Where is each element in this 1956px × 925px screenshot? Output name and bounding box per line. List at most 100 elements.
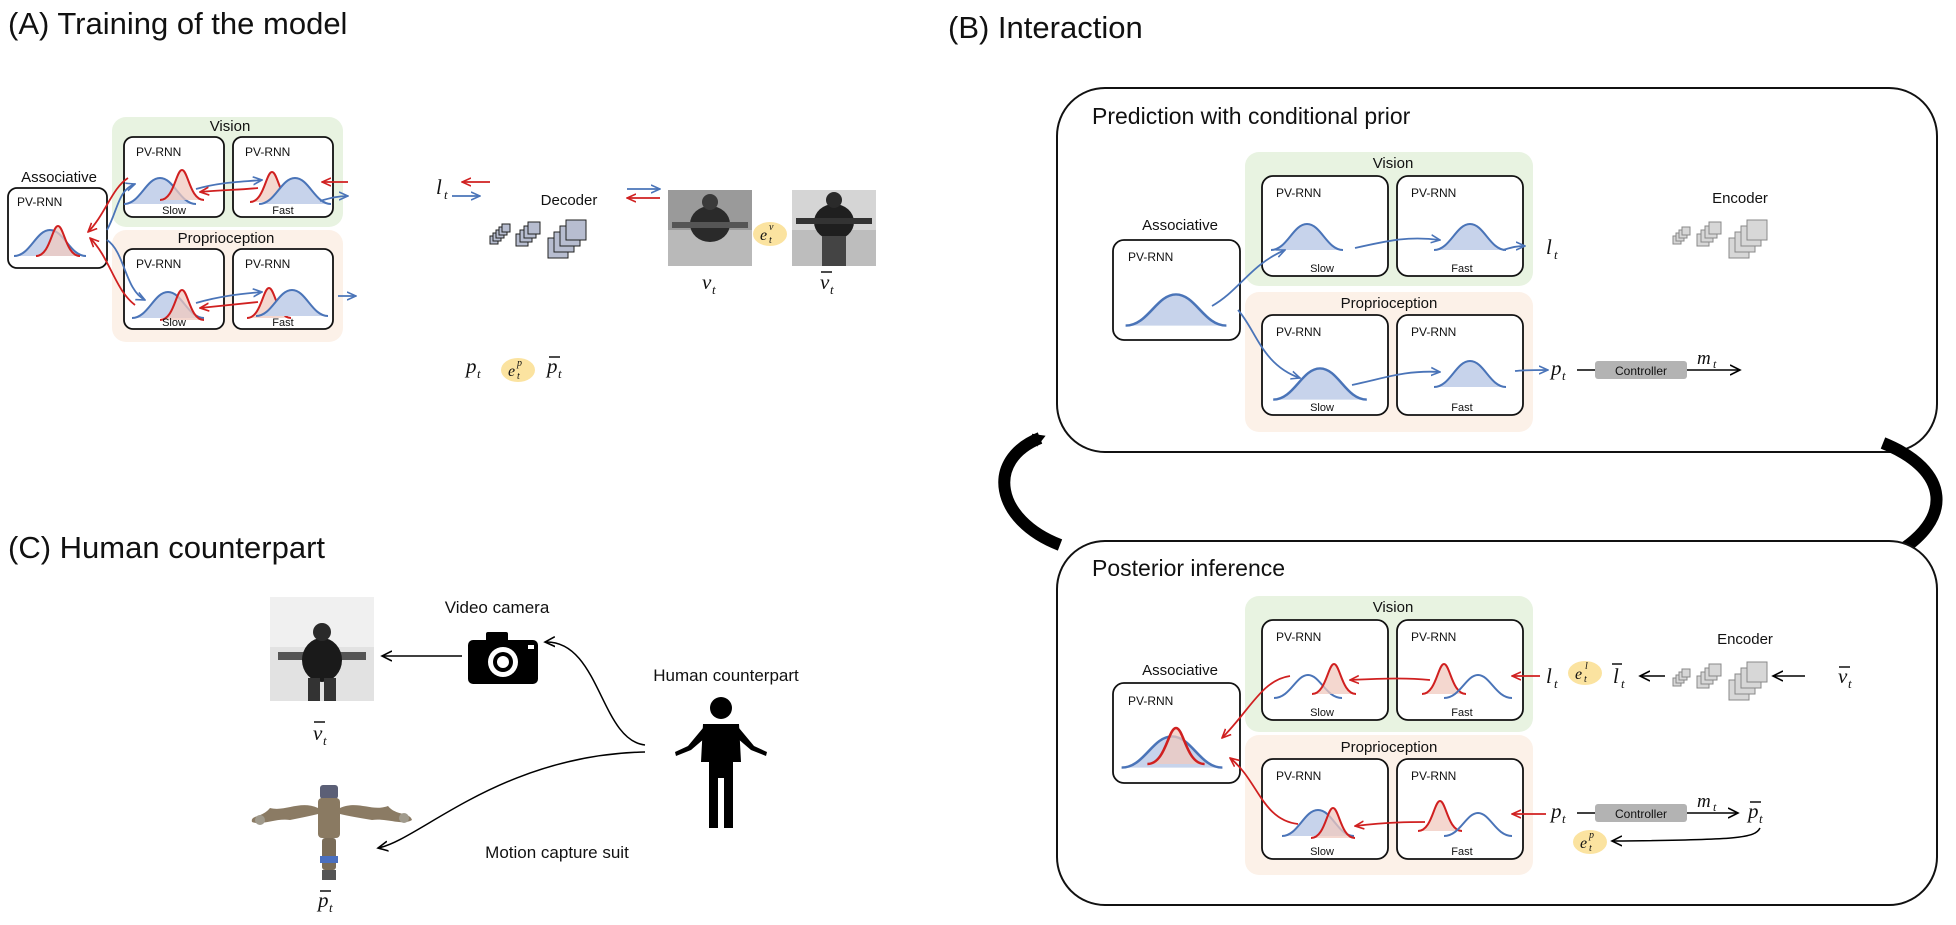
slow-label: Slow xyxy=(162,317,186,329)
svg-text:t: t xyxy=(1589,843,1592,854)
pvrnn-label: PV-RNN xyxy=(1276,186,1321,200)
pvrnn-label: PV-RNN xyxy=(1411,325,1456,339)
svg-text:e: e xyxy=(508,363,515,380)
arrow xyxy=(1514,370,1548,371)
arrow xyxy=(195,292,262,304)
arrow xyxy=(1502,246,1525,251)
svg-text:e: e xyxy=(1575,666,1582,683)
svg-text:t: t xyxy=(329,900,333,915)
symbol-p-t: p t xyxy=(464,354,481,381)
arrow xyxy=(1237,309,1300,378)
arrow xyxy=(200,301,259,308)
post-error-badge-e-l: e l t xyxy=(1568,661,1602,685)
svg-text:t: t xyxy=(1621,676,1625,691)
motion-capture-label: Motion capture suit xyxy=(485,843,629,862)
arrow xyxy=(106,184,135,231)
proprioception-label: Proprioception xyxy=(1341,295,1438,312)
image-v-bar-t xyxy=(792,190,876,266)
svg-text:t: t xyxy=(558,366,562,381)
svg-text:t: t xyxy=(1562,811,1566,826)
post-vision-fast xyxy=(1396,619,1524,721)
arrow xyxy=(106,239,145,300)
svg-text:t: t xyxy=(769,235,772,246)
pred-vision-fast xyxy=(1396,175,1524,277)
arrow xyxy=(1612,827,1761,841)
vision-label: Vision xyxy=(210,118,251,135)
pvrnn-label: PV-RNN xyxy=(136,145,181,159)
svg-text:t: t xyxy=(1848,676,1852,691)
error-badge-e-v: e v t xyxy=(753,222,787,246)
pred-associative-box xyxy=(1112,239,1241,341)
svg-text:t: t xyxy=(1713,357,1717,371)
svg-text:p: p xyxy=(545,354,558,378)
svg-text:e: e xyxy=(760,227,767,244)
associative-label: Associative xyxy=(1142,662,1218,679)
vision-label: Vision xyxy=(1373,155,1414,172)
fast-label: Fast xyxy=(272,205,293,217)
symbol-v-bar-t: v t xyxy=(820,270,834,297)
svg-text:l: l xyxy=(1585,661,1588,672)
svg-text:t: t xyxy=(1554,676,1558,691)
post-proprio-fast xyxy=(1396,758,1524,860)
arrow xyxy=(1355,822,1426,826)
panel-a: (A) Training of the model Vision Proprio… xyxy=(7,6,876,382)
svg-text:l: l xyxy=(1613,664,1619,688)
arrow xyxy=(1211,250,1285,307)
post-error-badge-e-p: e p t xyxy=(1573,830,1607,854)
panel-c: (C) Human counterpart v t Video camera H… xyxy=(8,530,799,915)
encoder-label: Encoder xyxy=(1717,631,1773,648)
svg-text:t: t xyxy=(323,733,327,748)
fast-label: Fast xyxy=(1451,707,1472,719)
pvrnn-label: PV-RNN xyxy=(245,257,290,271)
svg-text:t: t xyxy=(830,282,834,297)
panel-b-title: (B) Interaction xyxy=(948,10,1143,45)
associative-label: Associative xyxy=(1142,217,1218,234)
arrow xyxy=(90,238,136,306)
associative-label: Associative xyxy=(21,169,97,186)
arrow xyxy=(200,188,259,192)
svg-text:p: p xyxy=(1549,356,1562,380)
arrow xyxy=(378,751,646,848)
svg-text:t: t xyxy=(477,366,481,381)
controller-label: Controller xyxy=(1615,364,1667,378)
slow-label: Slow xyxy=(1310,707,1334,719)
pvrnn-label: PV-RNN xyxy=(1276,630,1321,644)
post-symbol-l-t: l t xyxy=(1546,664,1558,691)
person-icon xyxy=(675,697,767,828)
vision-label: Vision xyxy=(1373,599,1414,616)
arrow xyxy=(1354,238,1440,249)
pred-controller xyxy=(1595,361,1687,379)
arrow xyxy=(545,642,646,746)
pvrnn-label: PV-RNN xyxy=(1128,694,1173,708)
svg-text:l: l xyxy=(1546,664,1552,688)
panel-b: (B) Interaction Prediction with conditio… xyxy=(948,10,1943,906)
error-badge-e-p: e p t xyxy=(501,358,535,382)
associative-pvrnn-label: PV-RNN xyxy=(17,195,62,209)
svg-text:t: t xyxy=(1562,368,1566,383)
svg-text:p: p xyxy=(1746,799,1759,823)
pvrnn-label: PV-RNN xyxy=(1411,186,1456,200)
pvrnn-label: PV-RNN xyxy=(1411,630,1456,644)
svg-text:p: p xyxy=(316,888,329,912)
post-vision-slow xyxy=(1261,619,1389,721)
symbol-v-bar-t: v t xyxy=(313,721,327,748)
arrow xyxy=(1230,758,1299,825)
symbol-v-t: v t xyxy=(702,270,716,297)
pvrnn-label: PV-RNN xyxy=(1411,769,1456,783)
robot-image xyxy=(251,785,412,880)
svg-text:t: t xyxy=(1713,800,1717,814)
cycle-arrow-up xyxy=(998,432,1063,551)
arrow xyxy=(319,196,348,202)
svg-text:v: v xyxy=(820,270,830,294)
proprioception-label: Proprioception xyxy=(178,230,275,247)
post-symbol-l-bar-t: l t xyxy=(1612,663,1625,691)
svg-text:v: v xyxy=(702,270,712,294)
video-camera-label: Video camera xyxy=(445,598,550,617)
post-symbol-p-bar-t: p t xyxy=(1746,799,1763,826)
svg-text:p: p xyxy=(464,354,477,378)
svg-text:t: t xyxy=(1759,811,1763,826)
arrow xyxy=(88,177,129,232)
fast-label: Fast xyxy=(1451,263,1472,275)
panel-c-title: (C) Human counterpart xyxy=(8,530,325,565)
proprioception-label: Proprioception xyxy=(1341,739,1438,756)
